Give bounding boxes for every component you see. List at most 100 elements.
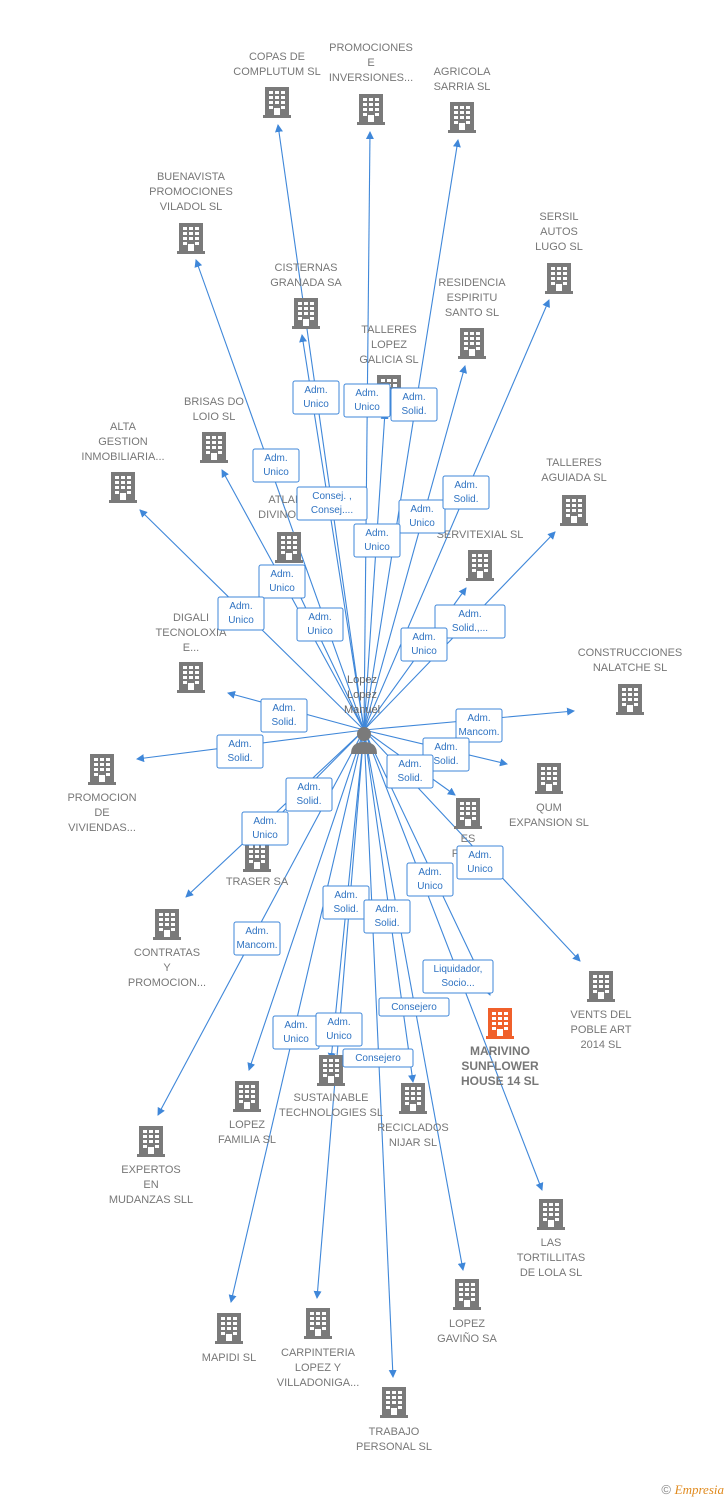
- building-icon: [263, 87, 291, 118]
- company-node-contratas[interactable]: CONTRATASYPROMOCION...: [128, 909, 206, 989]
- building-icon: [88, 754, 116, 785]
- relation-label[interactable]: Adm.Solid.,...: [434, 604, 506, 639]
- company-label: AUTOS: [540, 226, 578, 238]
- relation-label[interactable]: Adm.Unico: [456, 845, 504, 880]
- relation-label[interactable]: Adm.Solid.: [363, 899, 411, 934]
- relation-text: Unico: [269, 583, 295, 594]
- building-icon: [292, 298, 320, 329]
- company-label: INVERSIONES...: [329, 72, 413, 84]
- relation-label[interactable]: Adm.Unico: [292, 380, 340, 415]
- relation-text: Adm.: [398, 759, 421, 770]
- company-label: BUENAVISTA: [157, 171, 226, 183]
- company-label: PROMOCIONES: [149, 186, 233, 198]
- relation-label[interactable]: Adm.Unico: [343, 383, 391, 418]
- edge-sersil: [363, 299, 550, 731]
- relation-label[interactable]: Adm.Solid.: [386, 754, 434, 789]
- relation-label[interactable]: Adm. Unico: [315, 1012, 363, 1047]
- company-label: CONSTRUCCIONES: [578, 647, 683, 659]
- company-label: AGRICOLA: [434, 66, 492, 78]
- relation-label[interactable]: Adm.Solid.: [390, 387, 438, 422]
- relation-label[interactable]: Adm.Mancom.: [455, 708, 503, 743]
- company-node-digali[interactable]: DIGALITECNOLOXIAE...: [156, 612, 228, 693]
- company-node-servitexial[interactable]: SERVITEXIAL SL: [437, 529, 524, 581]
- relation-label[interactable]: Adm.Solid.: [285, 777, 333, 812]
- company-label: SARRIA SL: [434, 81, 491, 93]
- relation-label[interactable]: Consejero: [378, 997, 450, 1017]
- relation-text: Liquidador,: [434, 964, 483, 975]
- company-label: LOPEZ: [371, 339, 407, 351]
- relation-label[interactable]: Adm.Unico: [406, 862, 454, 897]
- relation-label[interactable]: Adm.Solid.: [216, 734, 264, 769]
- relation-label[interactable]: Adm.Unico: [400, 627, 448, 662]
- company-node-promociones_e[interactable]: PROMOCIONESEINVERSIONES...: [329, 42, 413, 125]
- relation-text: Unico: [326, 1031, 352, 1042]
- relation-text: Solid.: [401, 406, 426, 417]
- company-label: LUGO SL: [535, 241, 583, 253]
- relation-label[interactable]: Consej. ,Consej....: [296, 486, 368, 521]
- company-node-agricola[interactable]: AGRICOLA SARRIA SL: [434, 66, 492, 133]
- brand-logo[interactable]: Empresia: [674, 1482, 724, 1497]
- relation-label[interactable]: Liquidador,Socio...: [422, 959, 494, 994]
- relation-text: Adm.: [264, 453, 287, 464]
- relation-label[interactable]: Adm.Unico: [241, 811, 289, 846]
- company-label: CARPINTERIA: [281, 1347, 356, 1359]
- company-label: MUDANZAS SLL: [109, 1194, 193, 1206]
- relation-label[interactable]: Consejero: [342, 1048, 414, 1068]
- company-label: NALATCHE SL: [593, 662, 667, 674]
- relation-text: Solid.: [296, 796, 321, 807]
- company-label: COMPLUTUM SL: [233, 66, 320, 78]
- relation-text: Adm.: [327, 1017, 350, 1028]
- company-label: LOPEZ: [229, 1119, 265, 1131]
- relation-label[interactable]: Adm.Unico: [252, 448, 300, 483]
- relation-label[interactable]: Adm.Unico: [398, 499, 446, 534]
- relation-text: Adm.: [365, 528, 388, 539]
- relation-label[interactable]: Adm.Unico: [217, 596, 265, 631]
- company-label: LOIO SL: [193, 411, 236, 423]
- relation-label[interactable]: Adm.Solid.: [260, 698, 308, 733]
- company-label: 2014 SL: [581, 1039, 622, 1051]
- company-label: HOUSE 14 SL: [461, 1074, 539, 1088]
- relation-label[interactable]: Adm.Solid.: [442, 475, 490, 510]
- company-label: EXPANSION SL: [509, 817, 589, 829]
- company-node-mapidi[interactable]: MAPIDI SL: [202, 1313, 256, 1364]
- relation-label[interactable]: Adm.Unico: [258, 564, 306, 599]
- company-node-traser[interactable]: TRASER SA: [226, 841, 289, 888]
- building-icon: [560, 495, 588, 526]
- company-label: INMOBILIARIA...: [81, 451, 164, 463]
- relation-label[interactable]: Adm.Unico: [353, 523, 401, 558]
- relation-label[interactable]: Adm.Solid.: [322, 885, 370, 920]
- relation-label[interactable]: Adm.Mancom.: [233, 921, 281, 956]
- person-name-label: Lopez: [347, 674, 377, 686]
- relation-label[interactable]: Adm.Unico: [296, 607, 344, 642]
- relation-text: Solid.,...: [452, 623, 488, 634]
- building-icon: [466, 550, 494, 581]
- company-node-promocion_viv[interactable]: PROMOCIONDEVIVIENDAS...: [67, 754, 137, 834]
- relation-label[interactable]: Adm.Solid.: [422, 737, 470, 772]
- company-node-alta[interactable]: ALTAGESTIONINMOBILIARIA...: [81, 421, 165, 503]
- relation-text: Adm.: [253, 816, 276, 827]
- company-node-construcciones[interactable]: CONSTRUCCIONES NALATCHE SL: [578, 647, 683, 715]
- relation-label[interactable]: Adm.Unico: [272, 1015, 320, 1050]
- relation-text: Unico: [417, 881, 443, 892]
